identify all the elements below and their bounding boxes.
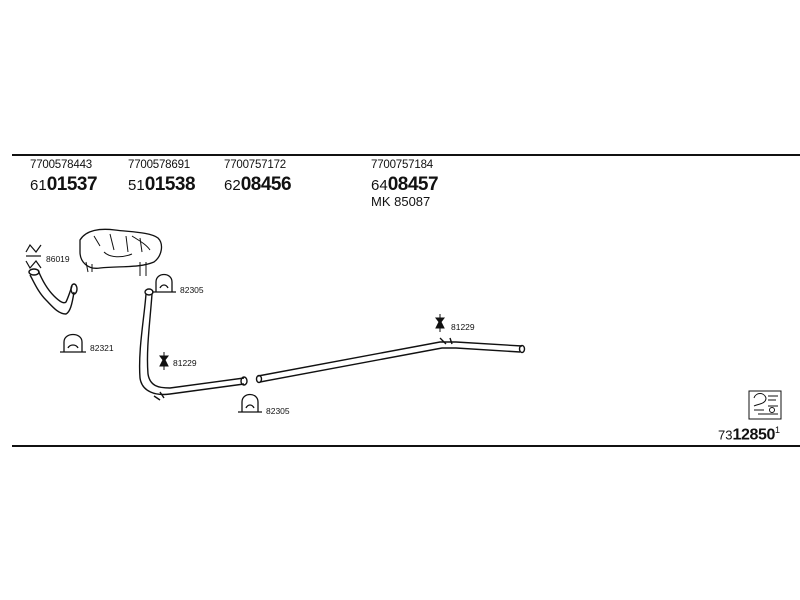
diagram-number-code: 12850 bbox=[732, 426, 775, 444]
part-number-4-code: 08457 bbox=[387, 174, 439, 195]
tail-pipe bbox=[255, 337, 526, 384]
part-number-1-prefix: 61 bbox=[30, 177, 47, 194]
front-pipe bbox=[28, 268, 78, 315]
part-number-4: 6408457 bbox=[371, 174, 439, 196]
part-ref-1: 7700578443 bbox=[30, 159, 92, 171]
callout-82305-top: 82305 bbox=[180, 285, 204, 295]
pipe-clamp-icon bbox=[152, 273, 176, 293]
part-ref-4: 7700757184 bbox=[371, 159, 433, 171]
middle-pipe bbox=[138, 288, 248, 401]
part-number-4-prefix: 64 bbox=[371, 177, 388, 194]
diagram-number-prefix: 73 bbox=[718, 427, 733, 443]
part-number-3: 6208456 bbox=[224, 174, 292, 196]
diagram-number-suffix: 1 bbox=[774, 425, 780, 435]
pipe-clamp-icon bbox=[60, 333, 86, 353]
part-number-3-prefix: 62 bbox=[224, 177, 241, 194]
rubber-mount-icon bbox=[25, 243, 42, 270]
part-number-1-code: 01537 bbox=[46, 174, 98, 195]
callout-86019: 86019 bbox=[46, 254, 70, 264]
rubber-hanger-icon bbox=[159, 352, 169, 370]
silencer-body bbox=[79, 228, 163, 276]
part-number-3-code: 08456 bbox=[240, 174, 292, 195]
part-number-2-prefix: 51 bbox=[128, 177, 145, 194]
part-number-2: 5101538 bbox=[128, 174, 196, 196]
vehicle-reference-icon bbox=[748, 390, 782, 420]
callout-82305-bottom: 82305 bbox=[266, 406, 290, 416]
part-number-2-code: 01538 bbox=[144, 174, 196, 195]
diagram-number: 73128501 bbox=[718, 425, 780, 444]
callout-82321: 82321 bbox=[90, 343, 114, 353]
callout-81229-right: 81229 bbox=[451, 322, 475, 332]
mounting-kit-label: MK 85087 bbox=[371, 194, 431, 209]
rubber-hanger-icon bbox=[435, 314, 445, 332]
part-ref-3: 7700757172 bbox=[224, 159, 286, 171]
callout-81229-left: 81229 bbox=[173, 358, 197, 368]
part-ref-2: 7700578691 bbox=[128, 159, 190, 171]
pipe-clamp-icon bbox=[238, 393, 262, 413]
part-number-1: 6101537 bbox=[30, 174, 98, 196]
